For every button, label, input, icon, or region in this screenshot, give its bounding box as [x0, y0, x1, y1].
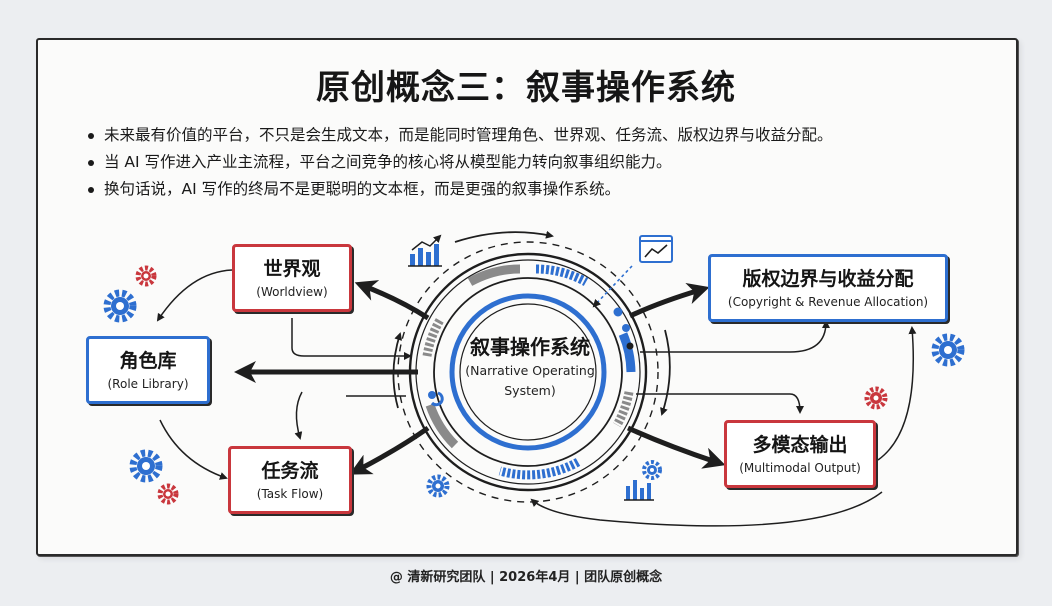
- page-title: 原创概念三：叙事操作系统: [316, 68, 736, 108]
- node-worldview-title: 世界观: [263, 257, 321, 280]
- thick-arrows: [234, 280, 726, 475]
- footer-credit: @ 清新研究团队 | 2026年4月 | 团队原创概念: [389, 570, 663, 585]
- node-role-library-subtitle: (Role Library): [107, 376, 189, 391]
- cycle-arrow-right: [660, 329, 671, 416]
- node-worldview: 世界观 (Worldview): [232, 244, 352, 312]
- thin-arrows: [156, 269, 917, 527]
- hub-subtitle-line2: System): [504, 383, 556, 398]
- node-task-flow-subtitle: (Task Flow): [256, 486, 324, 501]
- hub-segments: [422, 264, 636, 480]
- node-multimodal-output-title: 多模态输出: [752, 433, 848, 456]
- hub-label: 叙事操作系统 (Narrative Operating System): [440, 334, 620, 400]
- gear-icon: [157, 483, 179, 505]
- gear-icon: [103, 289, 137, 323]
- hub-title: 叙事操作系统: [470, 335, 590, 359]
- node-copyright-title: 版权边界与收益分配: [742, 267, 914, 290]
- bar-chart-icon: [408, 234, 442, 267]
- analytics-monitor-icon: [639, 235, 673, 263]
- gear-icon: [426, 474, 450, 498]
- gear-icon: [864, 386, 888, 410]
- hub-dots: [428, 307, 634, 407]
- bar-chart-icon: [624, 480, 654, 501]
- node-copyright-subtitle: (Copyright & Revenue Allocation): [727, 294, 929, 309]
- gear-icon: [642, 460, 662, 480]
- bullet-item: 当 AI 写作进入产业主流程，平台之间竞争的核心将从模型能力转向叙事组织能力。: [86, 149, 986, 176]
- node-role-library: 角色库 (Role Library): [86, 336, 210, 404]
- node-multimodal-output: 多模态输出 (Multimodal Output): [724, 420, 876, 488]
- node-multimodal-output-subtitle: (Multimodal Output): [739, 460, 861, 475]
- node-role-library-title: 角色库: [119, 349, 177, 372]
- bullet-item: 未来最有价值的平台，不只是会生成文本，而是能同时管理角色、世界观、任务流、版权边…: [86, 122, 986, 149]
- hub-subtitle-line1: (Narrative Operating: [465, 363, 595, 378]
- bullet-item: 换句话说，AI 写作的终局不是更聪明的文本框，而是更强的叙事操作系统。: [86, 176, 986, 203]
- node-copyright: 版权边界与收益分配 (Copyright & Revenue Allocatio…: [708, 254, 948, 322]
- bullet-list: 未来最有价值的平台，不只是会生成文本，而是能同时管理角色、世界观、任务流、版权边…: [86, 122, 986, 203]
- cycle-arrow-top: [454, 230, 554, 243]
- gear-icon: [129, 449, 163, 483]
- node-task-flow: 任务流 (Task Flow): [228, 446, 352, 514]
- node-worldview-subtitle: (Worldview): [256, 284, 328, 299]
- node-task-flow-title: 任务流: [261, 459, 319, 482]
- gear-icon: [931, 333, 965, 367]
- gear-icon: [135, 265, 157, 287]
